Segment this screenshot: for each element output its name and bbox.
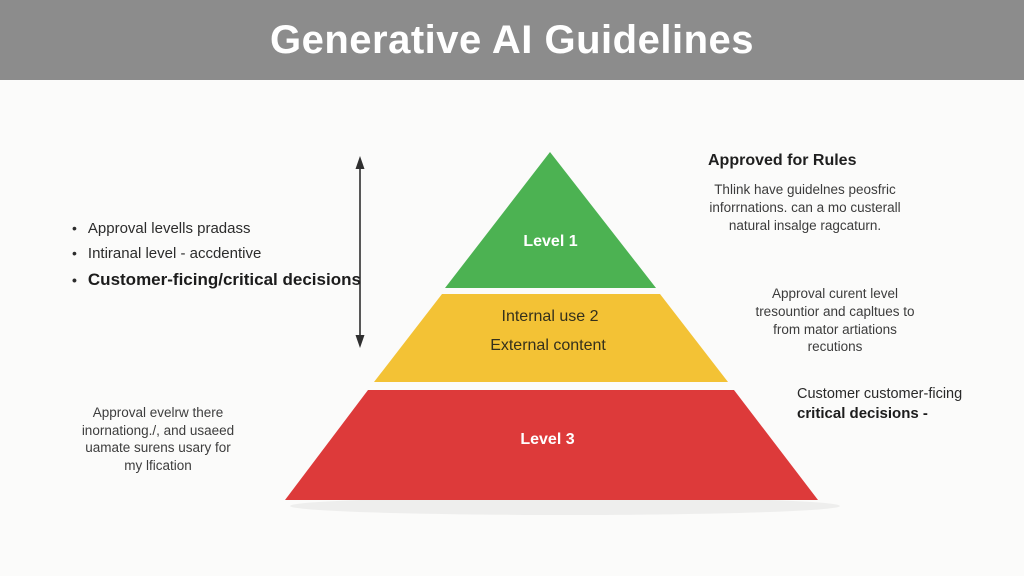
- page-title: Generative AI Guidelines: [269, 17, 754, 62]
- pyramid-level-3-shape: [285, 390, 818, 500]
- bullet-text: Intiranal level - accdentive: [87, 245, 262, 262]
- pyramid-level-1-label: Level 1: [523, 233, 578, 250]
- right-paragraph-top: Thlink have guidelnes peosfric inforrnat…: [709, 182, 901, 233]
- pyramid-level-2-shape: [374, 294, 728, 382]
- bullet-text: Approval levells pradass: [87, 220, 251, 237]
- pyramid-level-3-label: Level 3: [520, 431, 575, 448]
- pyramid-level-2-label-line1: Internal use 2: [501, 308, 599, 325]
- bullet-item: Approval levells pradass: [72, 220, 372, 238]
- bullet-item: Intiranal level - accdentive: [72, 245, 372, 263]
- pyramid-level-1-shape: [445, 152, 656, 288]
- right-heading: Approved for Rules: [708, 152, 857, 169]
- pyramid-shadow: [290, 497, 840, 515]
- bullet-text: Customer-ficing/critical decisions: [87, 270, 361, 289]
- left-bullet-list: Approval levells pradass Intiranal level…: [72, 220, 372, 297]
- right-paragraph-middle: Approval curent level tresountior and ca…: [755, 286, 915, 355]
- right-paragraph-bottom: Customer customer-ficing critical decisi…: [797, 386, 962, 423]
- right-paragraph-bottom-line1: Customer customer-ficing: [797, 386, 963, 402]
- pyramid-level-2-label-line2: External content: [490, 337, 606, 354]
- left-note: Approval evelrw there inornationg./, and…: [81, 405, 235, 473]
- right-paragraph-bottom-line2: critical decisions -: [797, 405, 928, 423]
- bullet-item: Customer-ficing/critical decisions: [72, 270, 372, 290]
- header-band: Generative AI Guidelines: [0, 0, 1024, 80]
